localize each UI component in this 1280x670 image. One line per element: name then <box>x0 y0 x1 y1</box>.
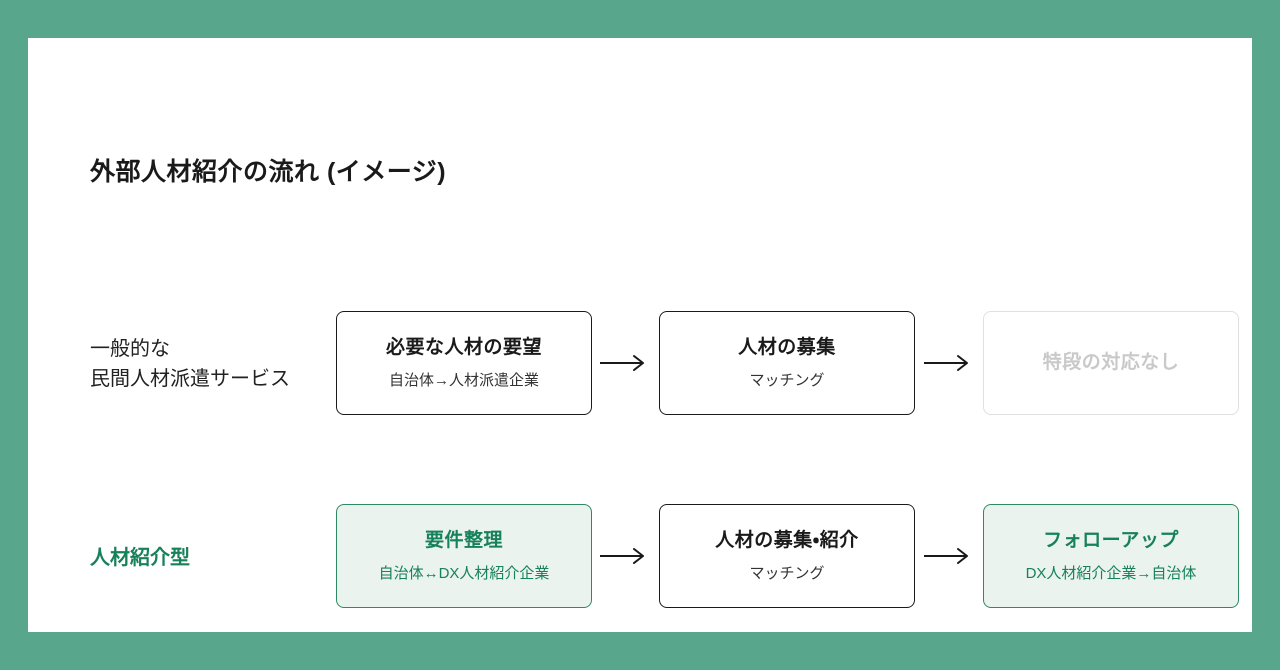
step-box-no-action: 特段の対応なし <box>983 311 1239 415</box>
step-title: 必要な人材の要望 <box>385 337 542 358</box>
diagram-card: 外部人材紹介の流れ (イメージ) 一般的な 民間人材派遣サービス 必要な人材の要… <box>28 38 1252 632</box>
step-subtitle: マッチング <box>749 372 825 389</box>
step-box-followup: フォローアップ DX人材紹介企業→自治体 <box>983 504 1239 608</box>
right-arrow-icon <box>600 355 644 371</box>
row-label-line: 民間人材派遣サービス <box>90 368 290 390</box>
step-box-recruitment: 人材の募集 マッチング <box>659 311 915 415</box>
flow-arrow <box>923 354 975 372</box>
step-title: 特段の対応なし <box>1042 352 1180 373</box>
flow-arrow <box>599 547 651 565</box>
step-box-request: 必要な人材の要望 自治体→人材派遣企業 <box>336 311 592 415</box>
step-title: 要件整理 <box>424 530 503 551</box>
row-label-line: 一般的な <box>90 338 170 360</box>
step-box-requirements: 要件整理 自治体↔DX人材紹介企業 <box>336 504 592 608</box>
step-subtitle: DX人材紹介企業→自治体 <box>1025 565 1197 582</box>
step-title: 人材の募集 <box>738 337 836 358</box>
row-label-line: 人材紹介型 <box>90 547 190 569</box>
flow-arrow <box>923 547 975 565</box>
right-arrow-icon <box>924 548 968 564</box>
row-label-referral-type: 人材紹介型 <box>90 543 190 573</box>
step-subtitle: 自治体↔DX人材紹介企業 <box>378 565 550 582</box>
step-title: 人材の募集・紹介 <box>715 530 859 551</box>
step-title: フォローアップ <box>1043 530 1179 551</box>
step-subtitle: マッチング <box>749 565 825 582</box>
right-arrow-icon <box>924 355 968 371</box>
right-arrow-icon <box>600 548 644 564</box>
row-label-general-service: 一般的な 民間人材派遣サービス <box>90 334 290 394</box>
diagram-title: 外部人材紹介の流れ (イメージ) <box>90 158 447 186</box>
flow-arrow <box>599 354 651 372</box>
step-box-recruitment-referral: 人材の募集・紹介 マッチング <box>659 504 915 608</box>
step-subtitle: 自治体→人材派遣企業 <box>388 372 539 389</box>
